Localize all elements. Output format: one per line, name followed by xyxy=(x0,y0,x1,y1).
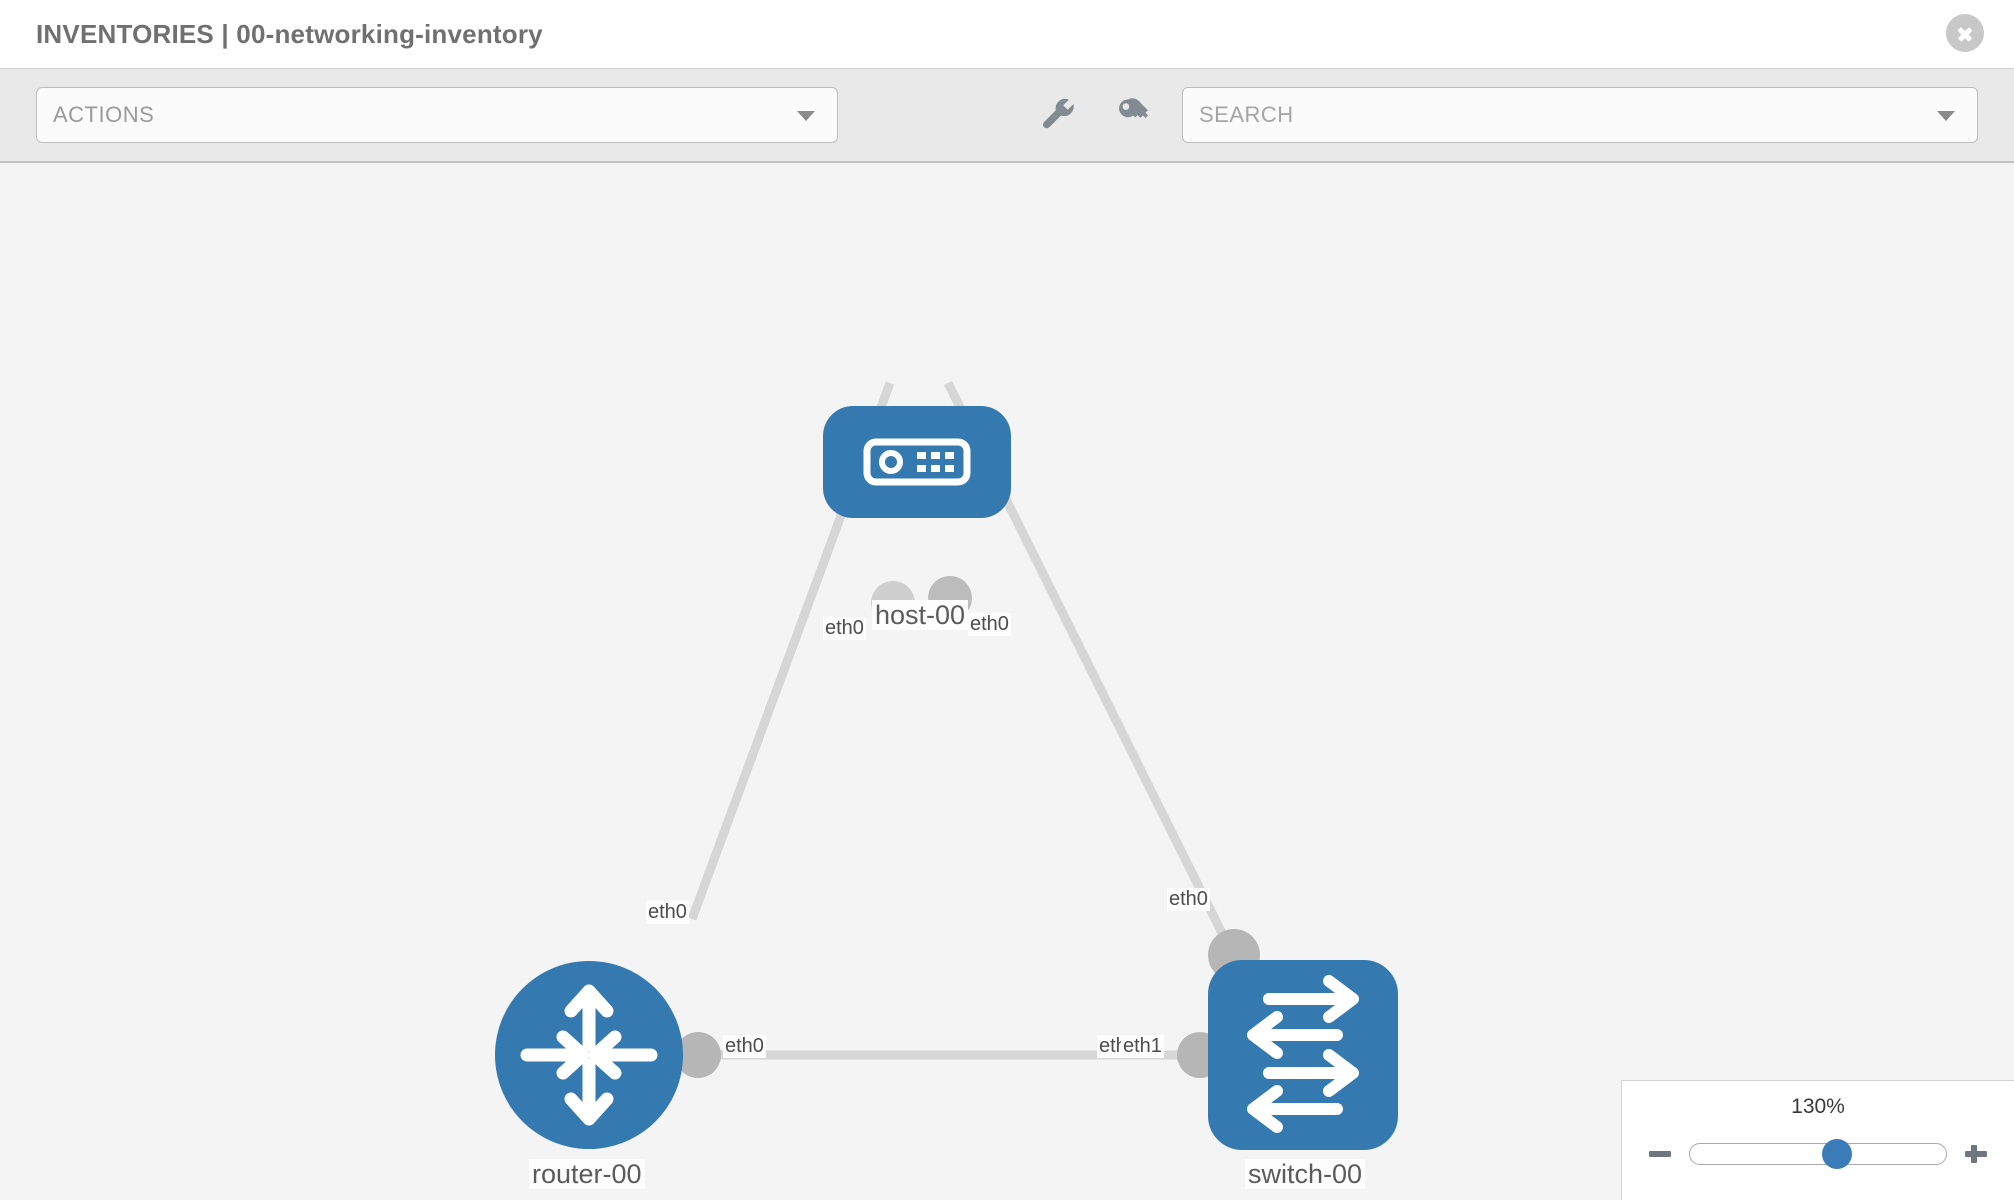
interface-label-host-east: eth0 xyxy=(968,613,1011,636)
key-icon[interactable] xyxy=(1114,95,1154,135)
actions-dropdown-label: ACTIONS xyxy=(53,102,155,127)
search-input[interactable]: SEARCH xyxy=(1182,87,1978,143)
interface-nub-router-east xyxy=(675,1032,721,1078)
zoom-percent-label: 130% xyxy=(1791,1095,1845,1118)
interface-label-switch-north: eth0 xyxy=(1167,888,1210,911)
node-router-00 xyxy=(495,961,683,1149)
node-label-switch-00[interactable]: switch-00 xyxy=(1245,1159,1366,1190)
router-arrows-icon xyxy=(520,984,658,1126)
chevron-down-icon xyxy=(797,111,815,121)
search-placeholder: SEARCH xyxy=(1199,102,1294,127)
interface-label-router-east: eth0 xyxy=(723,1035,766,1058)
search-chevron-down-icon[interactable] xyxy=(1937,111,1955,121)
zoom-control-panel: 130% xyxy=(1621,1080,2014,1200)
zoom-out-button[interactable] xyxy=(1647,1141,1673,1167)
topology-graph xyxy=(495,380,1398,1150)
toolbar-icon-group xyxy=(1038,95,1154,135)
node-host-00 xyxy=(823,406,1011,518)
zoom-slider-thumb[interactable] xyxy=(1822,1139,1852,1169)
node-switch-00 xyxy=(1208,960,1398,1150)
toolbar: ACTIONS SEARCH xyxy=(0,68,2014,163)
node-label-router-00[interactable]: router-00 xyxy=(529,1159,645,1190)
interface-label-router-north: eth0 xyxy=(646,901,689,924)
page-title: INVENTORIES | 00-networking-inventory xyxy=(36,18,543,49)
zoom-slider[interactable] xyxy=(1689,1139,1947,1169)
interface-label-switch-west-eth1: eth1 xyxy=(1121,1035,1164,1058)
interface-label-host-west: eth0 xyxy=(823,617,866,640)
zoom-in-button[interactable] xyxy=(1963,1141,1989,1167)
topology-canvas[interactable]: host-00 router-00 switch-00 eth0 eth0 et… xyxy=(0,163,2014,1200)
close-icon[interactable] xyxy=(1946,14,1984,52)
server-device-icon xyxy=(863,438,971,486)
actions-dropdown[interactable]: ACTIONS xyxy=(36,87,838,143)
switch-arrows-icon xyxy=(1247,975,1359,1133)
page-header: INVENTORIES | 00-networking-inventory xyxy=(0,0,2014,68)
zoom-slider-row xyxy=(1622,1133,2014,1175)
node-label-host-00[interactable]: host-00 xyxy=(872,600,969,631)
wrench-icon[interactable] xyxy=(1038,95,1078,135)
